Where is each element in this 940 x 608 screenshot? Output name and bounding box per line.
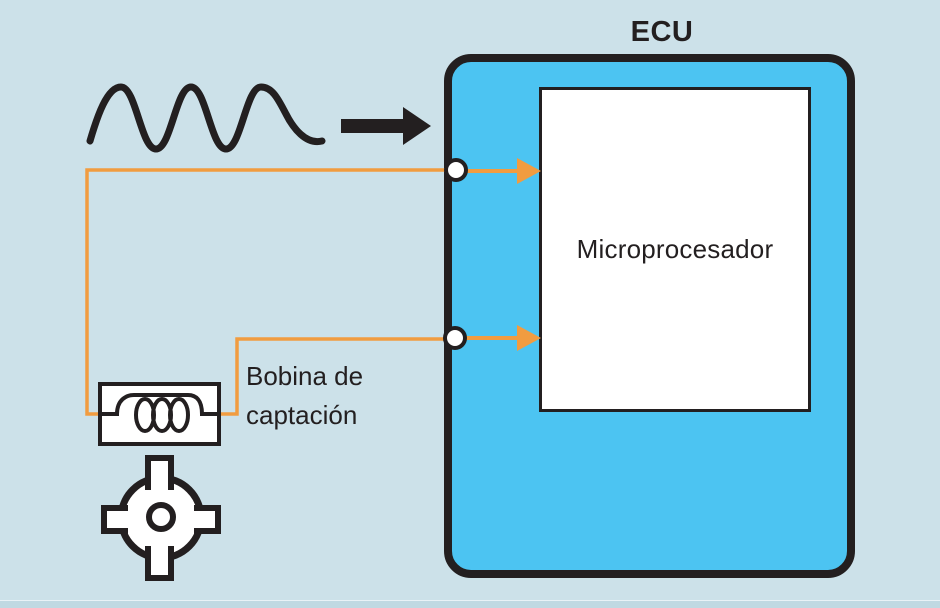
sine-wave-icon (86, 83, 326, 153)
microprocessor-label: Microprocesador (576, 234, 774, 264)
pickup-coil-label: Bobina de captación (246, 361, 364, 430)
signal-arrow-icon (341, 107, 431, 145)
footer-strip (0, 600, 940, 608)
pickup-coil-icon (98, 382, 221, 446)
microprocessor-box: Microprocesador (539, 87, 811, 412)
reluctor-wheel-icon (101, 455, 221, 581)
ecu-label: ECU (630, 16, 694, 48)
